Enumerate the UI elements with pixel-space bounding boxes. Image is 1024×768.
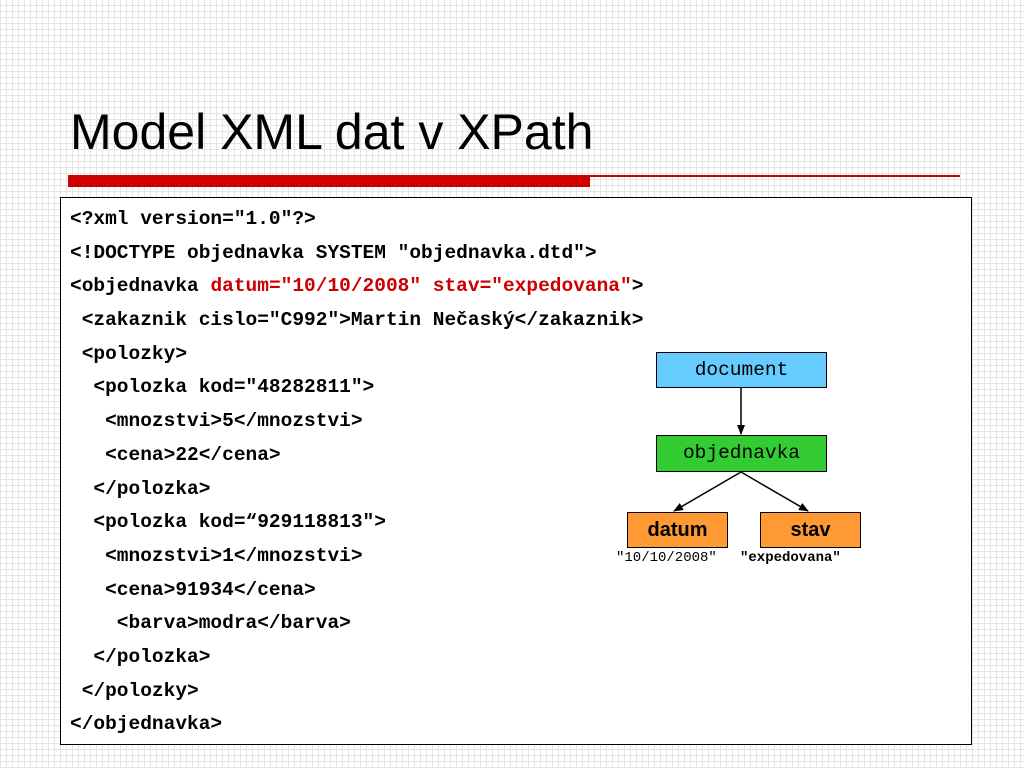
code-line: </objednavka>: [70, 708, 643, 742]
code-text: </polozky>: [70, 679, 199, 702]
code-line: <mnozstvi>1</mnozstvi>: [70, 540, 643, 574]
code-attribute-text: datum="10/10/2008" stav="expedovana": [210, 275, 632, 298]
code-text: <polozky>: [70, 342, 188, 365]
slide-title: Model XML dat v XPath: [70, 104, 594, 160]
code-text: </objednavka>: [70, 713, 223, 736]
code-line: <!DOCTYPE objednavka SYSTEM "objednavka.…: [70, 237, 643, 271]
edge-objednavka-datum: [673, 471, 742, 512]
code-text: <cena>22</cena>: [70, 443, 281, 466]
stav-attribute-value: "expedovana": [740, 550, 841, 566]
code-line: <barva>modra</barva>: [70, 607, 643, 641]
document-node: document: [656, 352, 827, 388]
code-text: <polozka kod="48282811">: [70, 376, 375, 399]
code-line: <?xml version="1.0"?>: [70, 203, 643, 237]
code-text: <zakaznik cislo="C992">Martin Nečaský</z…: [70, 309, 644, 332]
code-line: <objednavka datum="10/10/2008" stav="exp…: [70, 270, 643, 304]
code-line: <polozka kod="48282811">: [70, 371, 643, 405]
code-text: <barva>modra</barva>: [70, 612, 351, 635]
code-line: </polozky>: [70, 675, 643, 709]
code-text: </polozka>: [70, 477, 211, 500]
edge-objednavka-stav: [740, 471, 809, 512]
xml-code-listing: <?xml version="1.0"?> <!DOCTYPE objednavk…: [70, 203, 643, 742]
code-line: </polozka>: [70, 641, 643, 675]
code-text: <?xml version="1.0"?>: [70, 208, 316, 230]
datum-attribute-value: "10/10/2008": [616, 550, 717, 566]
code-text: <mnozstvi>1</mnozstvi>: [70, 544, 363, 567]
title-underline-line: [590, 175, 960, 177]
code-line: </polozka>: [70, 473, 643, 507]
code-text: <objednavka: [70, 275, 211, 298]
title-underline-bar: [68, 175, 590, 187]
code-text: <cena>91934</cena>: [70, 578, 316, 601]
code-line: <cena>22</cena>: [70, 439, 643, 473]
code-line: <cena>91934</cena>: [70, 574, 643, 608]
code-line: <zakaznik cislo="C992">Martin Nečaský</z…: [70, 304, 644, 338]
code-line: <mnozstvi>5</mnozstvi>: [70, 405, 643, 439]
code-text: <polozka kod=“929118813">: [70, 511, 386, 534]
code-line: <polozky>: [70, 338, 643, 372]
code-text: >: [631, 275, 644, 298]
code-text: <mnozstvi>5</mnozstvi>: [70, 410, 363, 433]
objednavka-element-node: objednavka: [656, 435, 827, 472]
code-line: <polozka kod=“929118813">: [70, 506, 643, 540]
datum-attribute-node: datum: [627, 512, 728, 548]
code-text: </polozka>: [70, 645, 211, 668]
code-text: <!DOCTYPE objednavka SYSTEM "objednavka.…: [70, 241, 597, 264]
stav-attribute-node: stav: [760, 512, 861, 548]
